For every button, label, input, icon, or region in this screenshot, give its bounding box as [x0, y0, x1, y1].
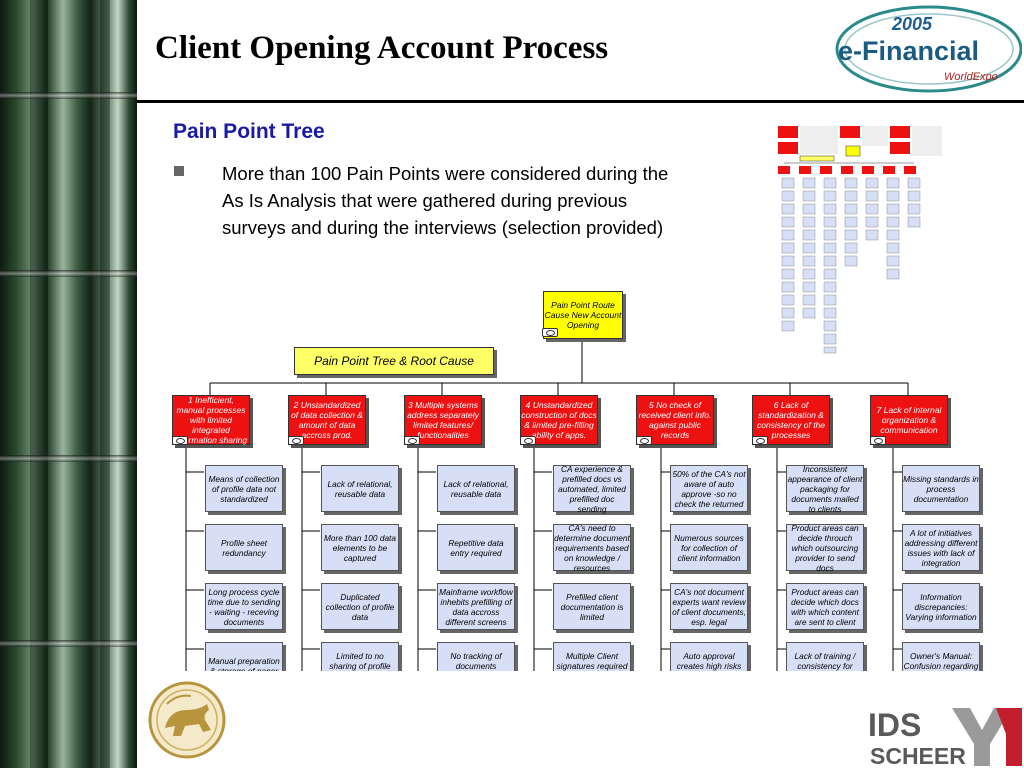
pain-point-box: Multiple Client signatures required on n…	[553, 642, 631, 671]
pain-point-box: CA's need to determine document requirem…	[553, 522, 631, 573]
category-node: 6 Lack of standardization & consistency …	[752, 395, 830, 445]
pain-point-box: Prefilled client documentation is limite…	[553, 583, 631, 630]
pain-point-box: Lack of relational, reusable data	[321, 465, 399, 512]
pain-point-box: More than 100 data elements to be captur…	[321, 524, 399, 571]
bullet-square-icon	[174, 166, 184, 176]
pain-point-box: Repetitive data entry required	[437, 524, 515, 571]
page-title: Client Opening Account Process	[155, 30, 609, 66]
pain-point-box: Owner's Manual: Confusion regarding use …	[902, 642, 980, 671]
pain-point-box: Inconsistent appearance of client packag…	[786, 463, 864, 514]
pain-point-box: Manual preparation & storage of paper	[205, 642, 283, 671]
pain-point-box: Missing standards in process documentati…	[902, 465, 980, 512]
category-node: 1 Inefficient, manual processes with lim…	[172, 395, 250, 445]
pain-point-box: Means of collection of profile data not …	[205, 465, 283, 512]
full-tree-thumbnail	[778, 126, 942, 354]
pain-point-box: Information discrepancies: Varying infor…	[902, 583, 980, 630]
ids-logo-line2: SCHEER	[870, 743, 966, 768]
pain-point-box: CA experience & prefilled docs vs automa…	[553, 464, 631, 514]
category-node: 5 No check of received client info. agai…	[636, 395, 714, 445]
pain-point-box: Profile sheet redundancy	[205, 524, 283, 571]
tree-title-box: Pain Point Tree & Root Cause	[294, 347, 494, 375]
pain-point-box: Product areas can decide throuch which o…	[786, 523, 864, 573]
pain-point-box: Limited to no sharing of profile data	[321, 642, 399, 671]
note-icon	[752, 436, 768, 445]
expo-name: e-Financial	[838, 36, 979, 66]
pain-point-box: Long process cycle time due to sending -…	[205, 583, 283, 630]
note-icon	[520, 436, 536, 445]
pain-point-box: A lot of initiatives addressing differen…	[902, 524, 980, 571]
ids-scheer-logo: IDS SCHEER	[868, 707, 1022, 768]
pain-point-box: Duplicated collection of profile data	[321, 583, 399, 630]
bull-emblem-logo	[148, 681, 226, 759]
note-icon	[870, 436, 886, 445]
note-icon	[542, 328, 558, 337]
category-node: 2 Unstandardized of data collection & am…	[288, 395, 366, 445]
note-icon	[288, 436, 304, 445]
expo-year: 2005	[891, 14, 933, 34]
expo-sub: WorldExpo	[944, 71, 998, 83]
note-icon	[404, 436, 420, 445]
pain-point-box: Lack of training / consistency for accou…	[786, 642, 864, 671]
tree-connector-lines	[185, 337, 911, 671]
pain-point-box: Mainframe workflow inhebits prefilling o…	[437, 583, 515, 630]
pain-point-box: Numerous sources for collection of clien…	[670, 524, 748, 571]
ids-logo-line1: IDS	[868, 707, 921, 743]
note-icon	[636, 436, 652, 445]
pain-point-box: Auto approval creates high risks from co…	[670, 642, 748, 671]
title-divider	[137, 100, 1024, 103]
section-subtitle: Pain Point Tree	[173, 120, 325, 143]
expo-logo: 2005 e-Financial WorldExpo	[835, 5, 1022, 93]
pain-point-box: CA's not document experts want review of…	[670, 583, 748, 630]
bullet-text: More than 100 Pain Points were considere…	[222, 163, 669, 238]
pain-point-box: Product areas can decide which docs with…	[786, 583, 864, 630]
pain-point-box: Lack of relational, reusable data	[437, 465, 515, 512]
root-cause-node: Pain Point Route Cause New Account Openi…	[543, 291, 623, 339]
bamboo-side-image	[0, 0, 137, 768]
category-node: 4 Unstandardized construction of docs & …	[520, 395, 598, 445]
pain-point-box: 50% of the CA's not aware of auto approv…	[670, 465, 748, 512]
pain-point-box: No tracking of documents supported	[437, 642, 515, 671]
pain-point-tree-diagram: Pain Point Route Cause New Account Openi…	[137, 285, 1024, 671]
note-icon	[172, 436, 188, 445]
